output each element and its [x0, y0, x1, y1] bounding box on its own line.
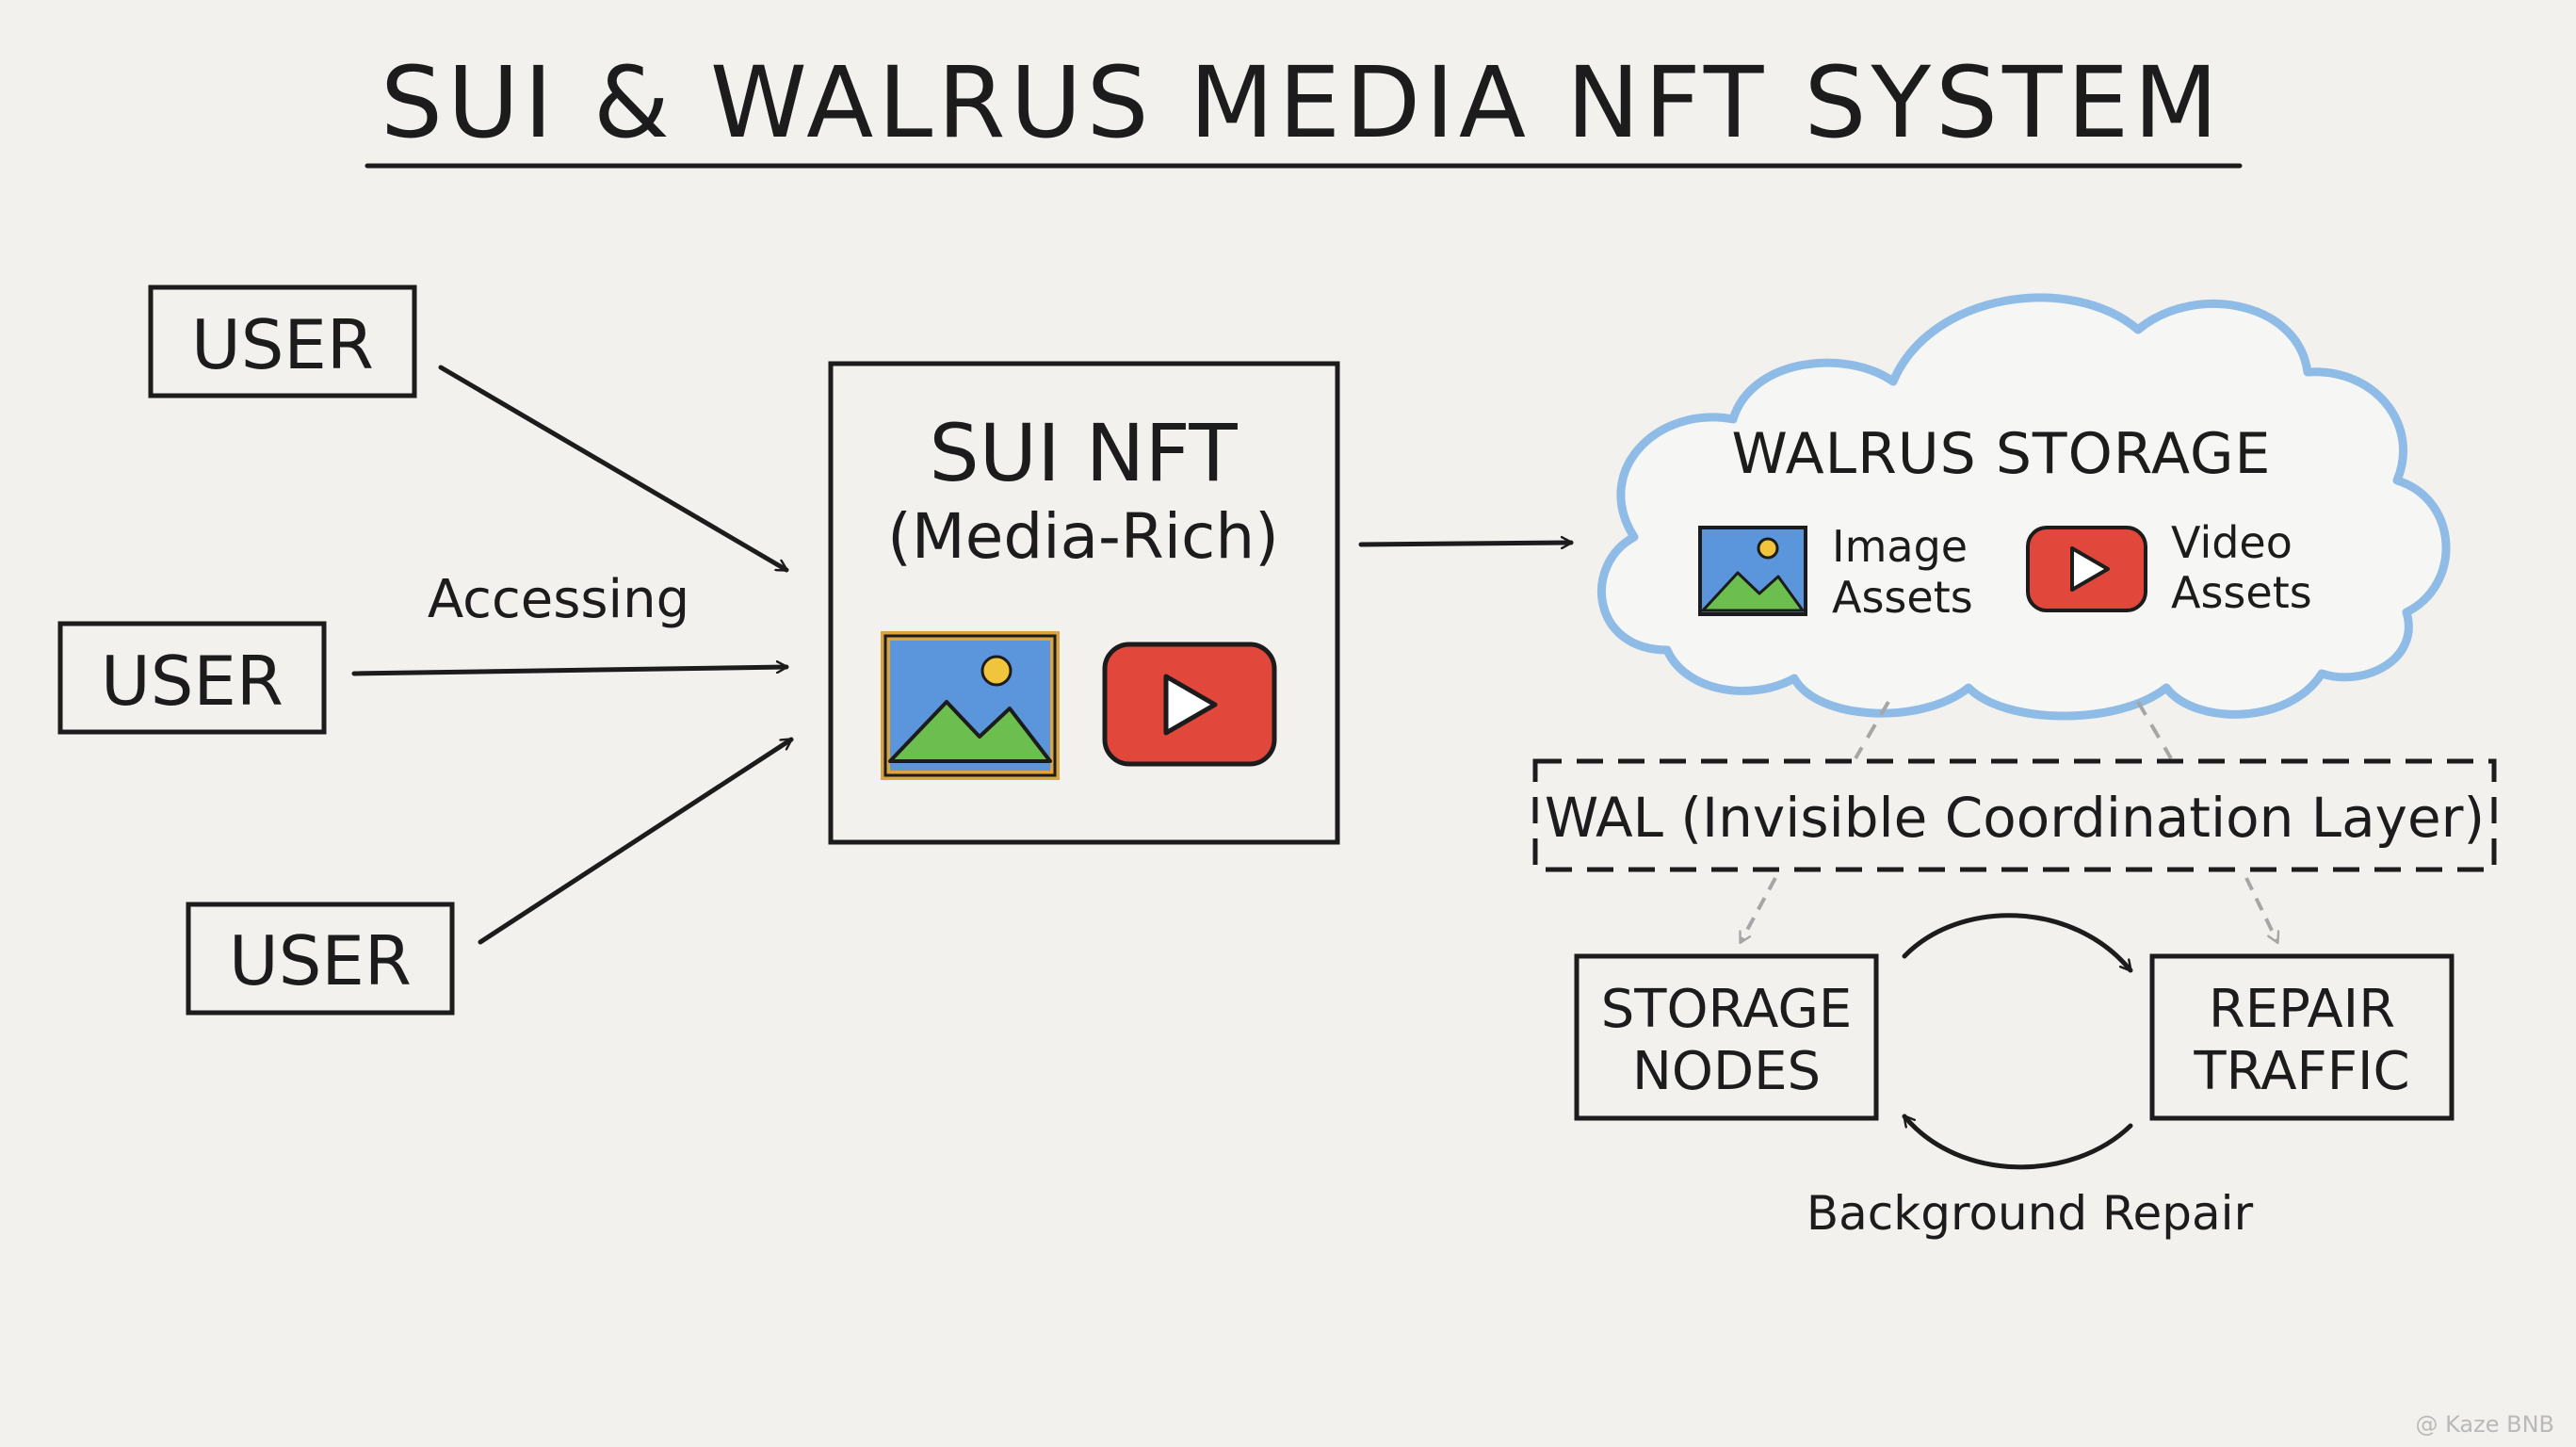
cycle-arrow-top [1902, 913, 2133, 973]
background-repair-caption: Background Repair [1806, 1186, 2254, 1241]
user-box-3: USER [186, 902, 455, 1016]
wal-coordination-layer: WAL (Invisible Coordination Layer) [1532, 758, 2497, 872]
sui-nft-box: SUI NFT (Media-Rich) [828, 361, 1340, 845]
storage-nodes-box: STORAGE NODES [1574, 953, 1879, 1121]
user2-to-nft-arrow [351, 667, 789, 676]
nft-to-walrus-arrow [1358, 543, 1574, 545]
user-label-3: USER [229, 921, 412, 1000]
video-assets-line1: Video [2171, 517, 2292, 568]
watermark: @ Kaze BNB [2415, 1411, 2554, 1438]
image-icon [881, 631, 1060, 780]
cloud-to-wal-connector-right [2136, 700, 2173, 760]
wal-to-storage-arrow [1739, 877, 1777, 942]
diagram-title: SUI & WALRUS MEDIA NFT SYSTEM [381, 45, 2223, 160]
repair-traffic-box: REPAIR TRAFFIC [2149, 953, 2454, 1121]
user-box-1: USER [148, 285, 417, 398]
wal-to-repair-arrow [2244, 877, 2277, 942]
storage-nodes-line1: STORAGE [1601, 979, 1853, 1040]
cycle-arrow-bottom [1902, 1114, 2133, 1170]
nft-subtitle: (Media-Rich) [887, 500, 1279, 573]
cloud-to-wal-connector-left [1854, 700, 1890, 760]
video-assets-line2: Assets [2171, 567, 2312, 618]
play-icon [1102, 642, 1277, 767]
user-box-2: USER [57, 621, 327, 735]
user-label-1: USER [191, 305, 374, 384]
nft-title: SUI NFT [929, 407, 1238, 499]
image-assets-line1: Image [1832, 521, 1968, 572]
walrus-storage-cloud: WALRUS STORAGE Image Assets Video Assets [1597, 293, 2451, 721]
image-assets-line2: Assets [1832, 572, 1973, 623]
user1-to-nft-arrow [438, 365, 789, 573]
accessing-label: Accessing [428, 569, 689, 630]
wal-label: WAL (Invisible Coordination Layer) [1545, 786, 2485, 850]
user-label-2: USER [101, 642, 284, 721]
repair-traffic-line2: TRAFFIC [2193, 1041, 2409, 1102]
user3-to-nft-arrow [478, 737, 794, 945]
cloud-play-icon [2026, 526, 2147, 612]
cloud-image-icon [1698, 526, 1807, 616]
storage-nodes-line2: NODES [1632, 1041, 1821, 1102]
repair-traffic-line1: REPAIR [2209, 979, 2395, 1040]
walrus-title: WALRUS STORAGE [1732, 421, 2272, 487]
